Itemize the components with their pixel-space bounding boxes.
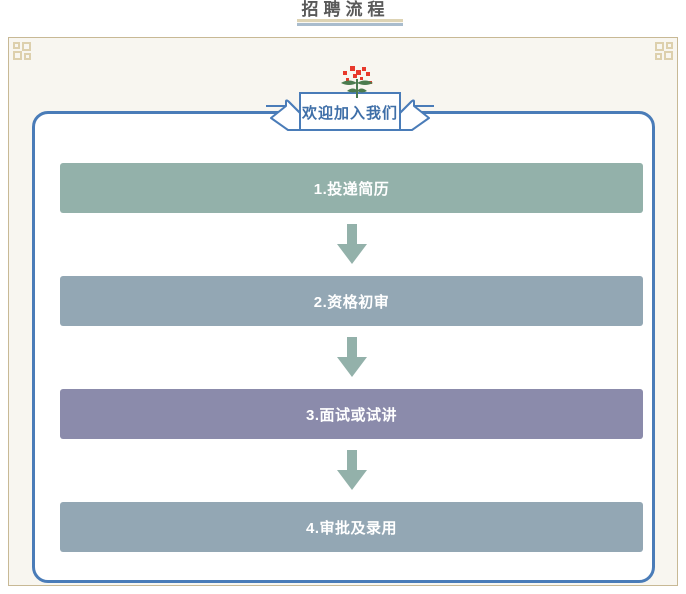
corner-ornament-top-left-icon: [13, 42, 31, 60]
title-underline: [297, 19, 403, 26]
ribbon-shape-icon: [266, 92, 434, 131]
step-label: 2.资格初审: [313, 293, 390, 311]
sprig-svg: [341, 66, 373, 98]
flow-step-2[interactable]: 2.资格初审: [60, 276, 643, 326]
flow-step-1[interactable]: 1.投递简历: [60, 163, 643, 213]
page-title-container: 招聘流程: [0, 0, 686, 30]
flow-connector-2: [60, 326, 643, 389]
holly-sprig-decoration-icon: [333, 61, 381, 99]
ornament-block: [666, 42, 673, 49]
title-underline-top-rule: [297, 19, 403, 22]
step-label: 1.投递简历: [313, 180, 390, 198]
ornament-block: [655, 42, 664, 51]
ornament-block: [24, 53, 31, 60]
down-arrow-icon: [336, 223, 367, 264]
ornament-block: [22, 42, 31, 51]
flow-step-4[interactable]: 4.审批及录用: [60, 502, 643, 552]
down-arrow-icon: [336, 449, 367, 490]
title-underline-bottom-rule: [297, 23, 403, 26]
ornament-block: [13, 42, 20, 49]
ornament-block: [13, 51, 22, 60]
down-arrow-icon: [336, 336, 367, 377]
step-bar[interactable]: 4.审批及录用: [60, 502, 643, 552]
flow-step-3[interactable]: 3.面试或试讲: [60, 389, 643, 439]
flow-connector-1: [60, 213, 643, 276]
ornament-block: [664, 51, 673, 60]
ornament-block: [655, 53, 662, 60]
flow-steps-list: 1.投递简历 2.资格初审 3.面试或试讲 4.审批及录用: [60, 163, 643, 556]
corner-ornament-top-right-icon: [655, 42, 673, 60]
title-underline-gap: [297, 22, 403, 23]
step-label: 3.面试或试讲: [305, 406, 397, 424]
step-label: 4.审批及录用: [305, 519, 397, 537]
page-title: 招聘流程: [301, 0, 390, 19]
step-bar[interactable]: 3.面试或试讲: [60, 389, 643, 439]
step-bar[interactable]: 1.投递简历: [60, 163, 643, 213]
flow-connector-3: [60, 439, 643, 502]
step-bar[interactable]: 2.资格初审: [60, 276, 643, 326]
